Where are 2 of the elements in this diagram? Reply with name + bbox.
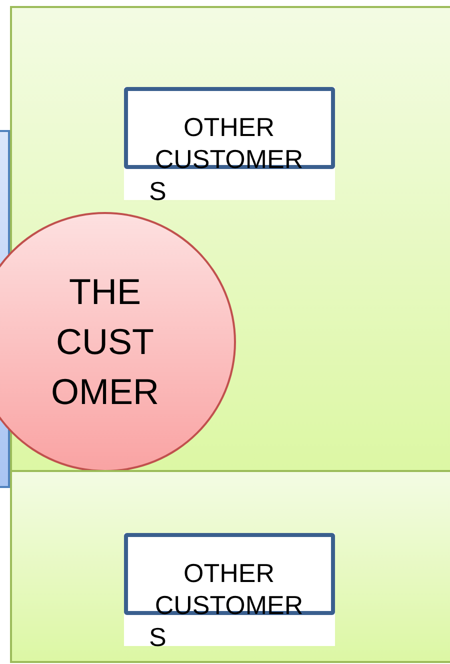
panel-background [10, 470, 450, 663]
node-label: THE CUSTOMER [50, 270, 160, 414]
